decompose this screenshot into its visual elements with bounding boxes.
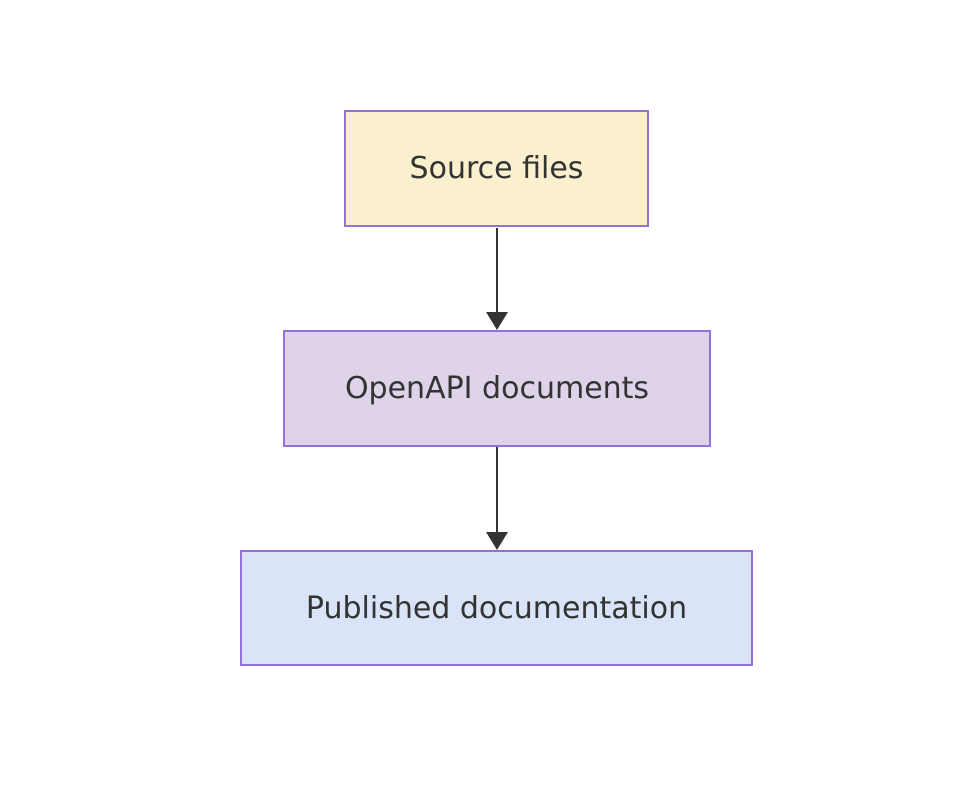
node-published-documentation: Published documentation (240, 550, 753, 666)
arrowhead-icon (486, 532, 508, 550)
node-openapi-documents-label: OpenAPI documents (344, 371, 650, 406)
node-source-files: Source files (344, 110, 649, 227)
arrowhead-icon (486, 312, 508, 330)
node-published-documentation-label: Published documentation (305, 590, 688, 626)
arrow-openapi-to-published (486, 447, 508, 550)
arrow-source-to-openapi (486, 228, 508, 330)
node-openapi-documents: OpenAPI documents (283, 330, 711, 447)
node-source-files-label: Source files (409, 151, 584, 186)
